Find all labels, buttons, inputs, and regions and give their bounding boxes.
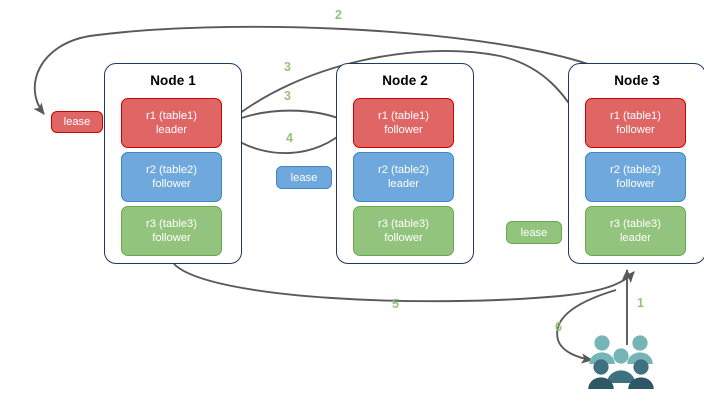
replica-r3[interactable]: r3 (table3) follower [121,206,222,256]
replica-role: follower [384,232,423,244]
users-icon [588,335,654,389]
replica-r1[interactable]: r1 (table1) follower [585,98,686,148]
replica-role: follower [616,178,655,190]
lease-chip-blue[interactable]: lease [276,166,332,189]
replica-name: r3 (table3) [610,218,661,230]
replica-name: r3 (table3) [146,218,197,230]
replica-role: follower [384,124,423,136]
replica-r3[interactable]: r3 (table3) follower [353,206,454,256]
replica-name: r2 (table2) [146,164,197,176]
lease-chip-red[interactable]: lease [51,111,103,133]
replica-r1[interactable]: r1 (table1) leader [121,98,222,148]
node-title: Node 3 [614,73,660,88]
replica-role: follower [152,178,191,190]
lease-chip-green[interactable]: lease [506,221,562,244]
replica-name: r1 (table1) [146,110,197,122]
replica-r2[interactable]: r2 (table2) leader [353,152,454,202]
node-card-3[interactable]: Node 3 r1 (table1) follower r2 (table2) … [568,63,704,264]
replica-name: r3 (table3) [378,218,429,230]
replica-role: leader [155,124,188,136]
edge-step-5 [173,263,635,303]
replica-role: leader [619,232,652,244]
node-card-2[interactable]: Node 2 r1 (table1) follower r2 (table2) … [336,63,474,264]
replica-role: follower [616,124,655,136]
replica-role: leader [387,178,420,190]
step-label-3-upper: 3 [284,60,291,74]
replica-name: r1 (table1) [610,110,661,122]
replica-role: follower [152,232,191,244]
node-title: Node 2 [382,73,428,88]
replica-r2[interactable]: r2 (table2) follower [585,152,686,202]
replica-name: r1 (table1) [378,110,429,122]
replica-r2[interactable]: r2 (table2) follower [121,152,222,202]
edge-step-3-lower [225,109,350,125]
node-card-1[interactable]: Node 1 r1 (table1) leader r2 (table2) fo… [104,63,242,264]
replica-r1[interactable]: r1 (table1) follower [353,98,454,148]
step-label-5: 5 [392,297,399,311]
replica-name: r2 (table2) [378,164,429,176]
node-title: Node 1 [150,73,196,88]
replica-r3[interactable]: r3 (table3) leader [585,206,686,256]
step-label-2: 2 [335,8,342,22]
step-label-1: 1 [637,296,644,310]
step-label-6: 6 [555,320,562,334]
replica-name: r2 (table2) [610,164,661,176]
step-label-4: 4 [286,131,293,145]
step-label-3-lower: 3 [284,89,291,103]
